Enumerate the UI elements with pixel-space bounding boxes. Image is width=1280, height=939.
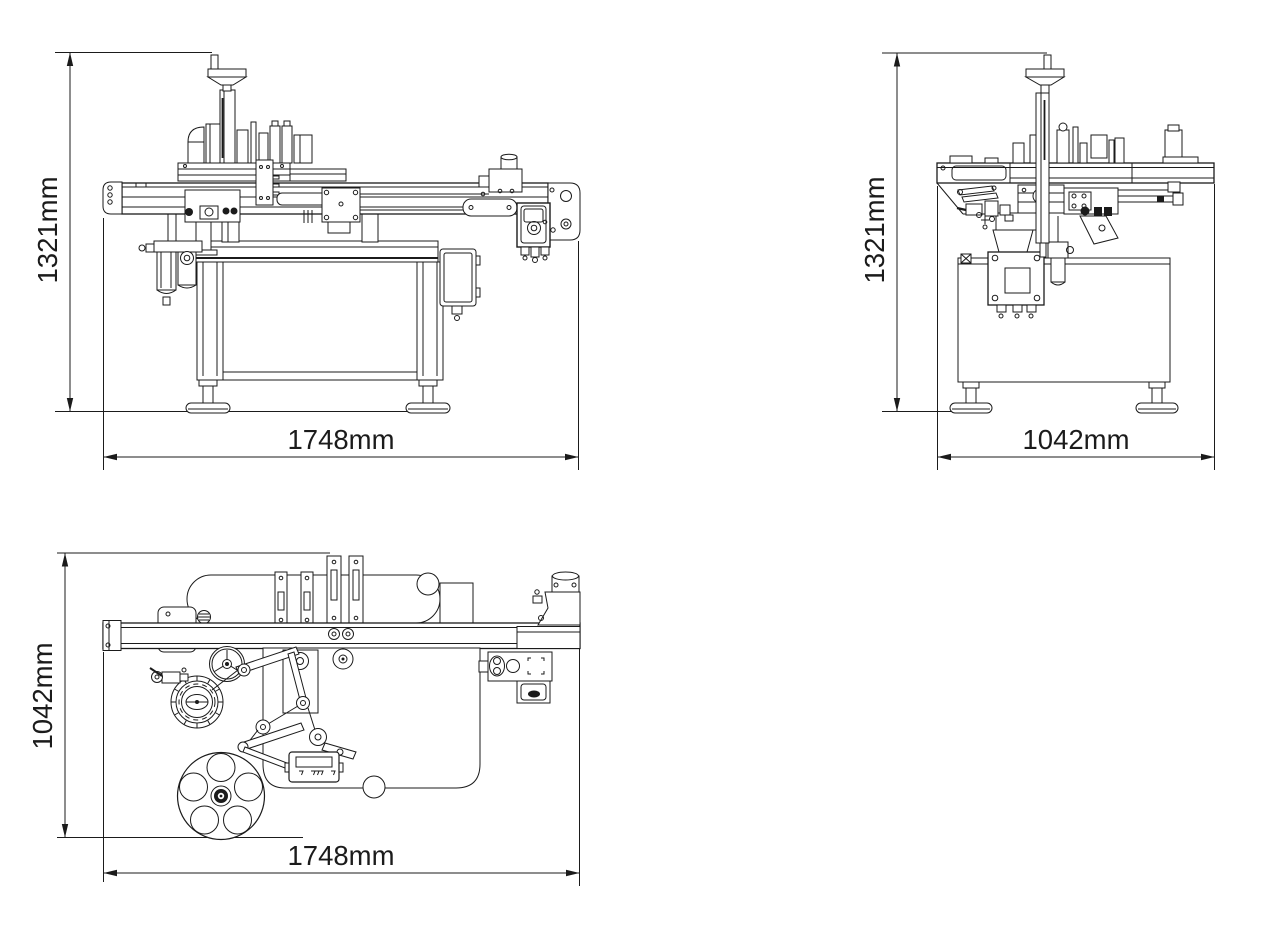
side-view-drawing — [936, 54, 1215, 414]
rewind-display-panel — [284, 751, 344, 783]
pneumatic-cylinders — [1012, 122, 1199, 164]
side-view-height-dimension: 1321mm — [859, 52, 1047, 412]
arrow-up-icon — [66, 52, 74, 66]
top-view: 1042mm 1748mm — [27, 552, 581, 886]
arrow-down-icon — [893, 398, 901, 412]
drive-fan — [170, 675, 224, 729]
air-filter-unit — [138, 213, 203, 306]
junction-box — [478, 651, 553, 704]
knob-icon — [527, 221, 541, 235]
drive-motor — [478, 153, 523, 194]
electrical-box — [439, 248, 481, 321]
side-view-height-label: 1321mm — [859, 177, 890, 284]
top-view-depth-label: 1042mm — [27, 643, 58, 750]
air-filter-unit — [1047, 216, 1074, 286]
mounting-plate — [987, 212, 1045, 319]
side-view: 1321mm 1042mm — [859, 52, 1215, 470]
handwheel-top — [209, 646, 245, 682]
top-view-drawing — [102, 555, 581, 841]
air-valve — [149, 667, 189, 684]
top-view-depth-dimension: 1042mm — [27, 552, 330, 838]
beam-end-panel — [547, 182, 581, 241]
front-view-height-label: 1321mm — [32, 177, 63, 284]
handwheel — [1024, 54, 1066, 94]
front-view-height-dimension: 1321mm — [32, 52, 415, 412]
arrow-up-icon — [893, 53, 901, 67]
side-view-width-dimension: 1042mm — [937, 184, 1215, 470]
arrow-right-icon — [565, 453, 579, 461]
main-beam — [102, 620, 581, 651]
top-view-width-label: 1748mm — [288, 840, 395, 871]
leveling-feet — [949, 381, 1179, 414]
front-view-width-label: 1748mm — [288, 424, 395, 455]
label-reel — [176, 751, 266, 841]
arrow-left-icon — [103, 453, 117, 461]
top-beam — [936, 155, 1215, 184]
control-panel — [516, 202, 551, 263]
pressure-gauge-icon — [180, 251, 194, 265]
leveling-feet — [185, 379, 451, 414]
side-view-width-label: 1042mm — [1023, 424, 1130, 455]
sensor-bracket — [532, 571, 581, 626]
dancer-arm-linkage — [211, 646, 357, 769]
side-bracket — [936, 182, 1014, 230]
front-view-width-dimension: 1748mm — [103, 218, 579, 470]
arrow-left-icon — [103, 869, 117, 877]
arrow-right-icon — [566, 869, 580, 877]
arrow-down-icon — [61, 824, 69, 838]
handwheel — [206, 54, 248, 92]
arrow-down-icon — [66, 398, 74, 412]
front-view: 1321mm 1748mm — [32, 52, 581, 470]
arrow-left-icon — [937, 453, 951, 461]
arrow-up-icon — [61, 553, 69, 567]
machine-frame — [192, 240, 444, 381]
arrow-right-icon — [1201, 453, 1215, 461]
top-view-width-dimension: 1748mm — [103, 648, 580, 886]
labeler-column — [1024, 54, 1066, 258]
front-view-drawing — [102, 54, 581, 414]
display-screen — [295, 756, 333, 768]
label-head — [184, 159, 361, 234]
